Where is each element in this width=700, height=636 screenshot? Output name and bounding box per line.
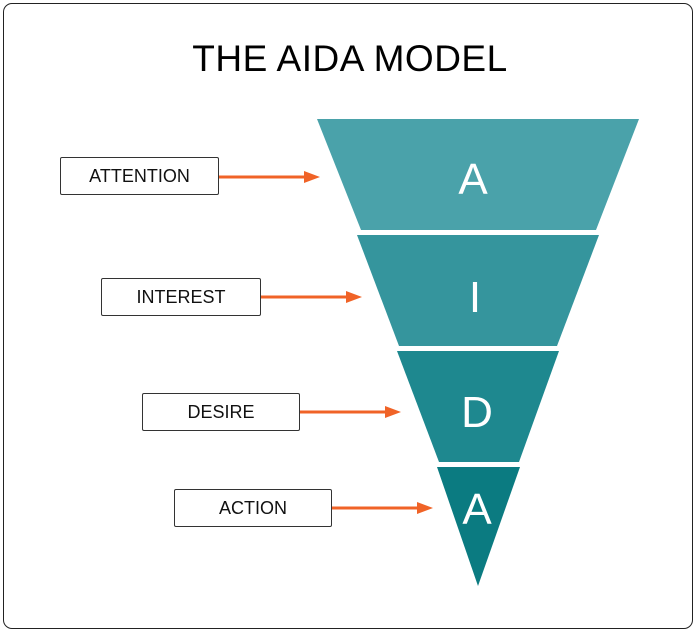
- funnel-letter-action: A: [462, 485, 492, 534]
- diagram-title: THE AIDA MODEL: [192, 38, 508, 79]
- funnel-segment-interest: [357, 235, 599, 346]
- arrow-attention: [219, 171, 320, 183]
- arrow-action: [332, 502, 433, 514]
- stage-label-action: ACTION: [174, 489, 332, 527]
- arrow-desire: [300, 406, 401, 418]
- stage-label-interest: INTEREST: [101, 278, 261, 316]
- funnel-segment-action: [437, 467, 520, 586]
- funnel-segment-desire: [397, 351, 559, 462]
- funnel-letter-attention: A: [458, 155, 488, 204]
- funnel-segment-attention: [317, 119, 639, 230]
- diagram-frame: [3, 3, 693, 629]
- stage-label-attention: ATTENTION: [60, 157, 219, 195]
- funnel-letter-interest: I: [469, 273, 481, 322]
- arrow-interest: [261, 291, 362, 303]
- funnel-letter-desire: D: [461, 388, 493, 437]
- stage-label-desire: DESIRE: [142, 393, 300, 431]
